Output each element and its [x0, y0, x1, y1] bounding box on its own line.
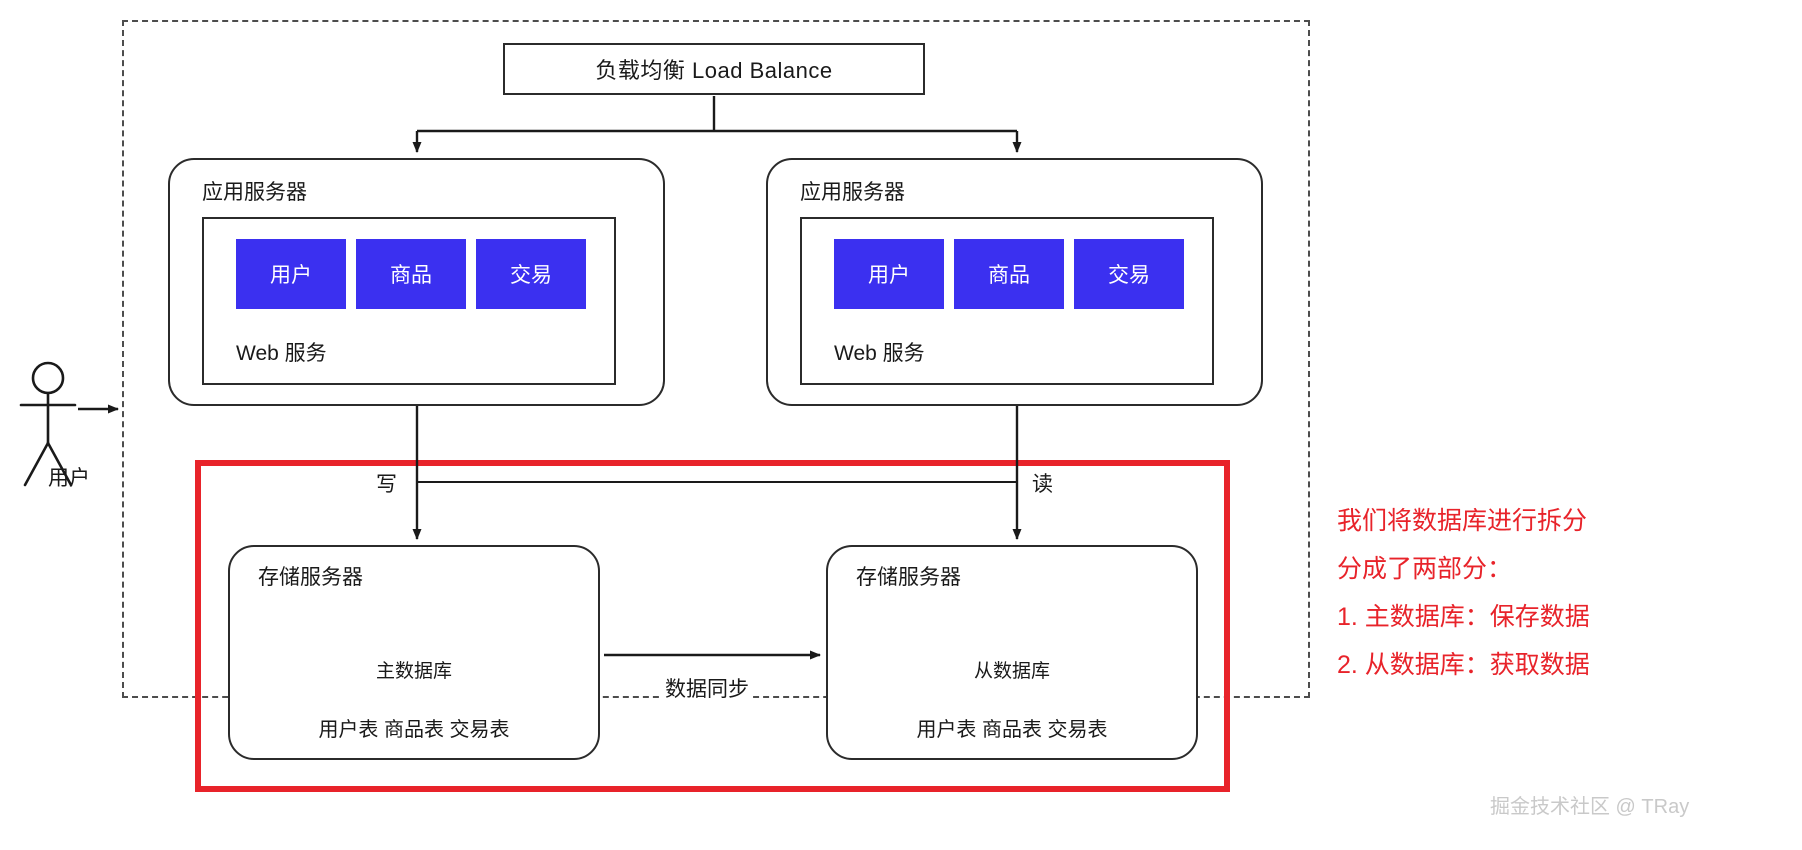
- annotation-line-3: 1. 主数据库：保存数据: [1337, 603, 1590, 631]
- load-balancer-label: 负载均衡 Load Balance: [595, 58, 833, 83]
- web-service-panel-1: 用户 商品 交易 Web 服务: [202, 217, 616, 385]
- slave-db-label-wrap: 从数据库: [957, 603, 1067, 695]
- app-server-node-2[interactable]: 应用服务器 用户 商品 交易 Web 服务: [766, 158, 1263, 406]
- database-tier-highlight: [195, 460, 1230, 792]
- storage-server-node-master[interactable]: 存储服务器 主数据库 用户表 商品表 交易表: [228, 545, 600, 760]
- master-db-label-wrap: 主数据库: [359, 603, 469, 695]
- service-chip-user-1[interactable]: 用户: [236, 239, 346, 309]
- annotation-line-4: 2. 从数据库：获取数据: [1337, 651, 1590, 679]
- service-chip-user-2[interactable]: 用户: [834, 239, 944, 309]
- app-server-title-1: 应用服务器: [202, 181, 307, 204]
- web-service-panel-2: 用户 商品 交易 Web 服务: [800, 217, 1214, 385]
- storage-server-node-slave[interactable]: 存储服务器 从数据库 用户表 商品表 交易表: [826, 545, 1198, 760]
- master-tables-label: 用户表 商品表 交易表: [318, 719, 510, 741]
- service-chip-product-2[interactable]: 商品: [954, 239, 1064, 309]
- stick-figure-user-icon: [19, 361, 77, 487]
- annotation-block: 我们将数据库进行拆分 分成了两部分： 1. 主数据库：保存数据 2. 从数据库：…: [1337, 497, 1590, 689]
- web-service-label-1: Web 服务: [236, 342, 327, 365]
- web-service-label-2: Web 服务: [834, 342, 925, 365]
- edge-label-write: 写: [372, 468, 401, 498]
- service-chip-transaction-2[interactable]: 交易: [1074, 239, 1184, 309]
- watermark: 掘金技术社区 @ TRay: [1490, 796, 1690, 818]
- service-chip-product-1[interactable]: 商品: [356, 239, 466, 309]
- storage-server-title-1: 存储服务器: [258, 566, 363, 589]
- annotation-line-1: 我们将数据库进行拆分: [1337, 507, 1588, 535]
- actor-label: 用户: [48, 467, 90, 490]
- master-database-label: 主数据库: [375, 661, 452, 682]
- annotation-line-2: 分成了两部分：: [1337, 555, 1513, 583]
- edge-label-read: 读: [1028, 468, 1057, 498]
- service-chip-row-1: 用户 商品 交易: [236, 239, 586, 309]
- app-server-node-1[interactable]: 应用服务器 用户 商品 交易 Web 服务: [168, 158, 665, 406]
- service-chip-row-2: 用户 商品 交易: [834, 239, 1184, 309]
- app-server-title-2: 应用服务器: [800, 181, 905, 204]
- edge-label-data-sync: 数据同步: [661, 673, 753, 703]
- slave-database-label: 从数据库: [973, 661, 1050, 682]
- load-balancer-node[interactable]: 负载均衡 Load Balance: [503, 43, 925, 95]
- slave-tables-label: 用户表 商品表 交易表: [916, 719, 1108, 741]
- storage-server-title-2: 存储服务器: [856, 566, 961, 589]
- service-chip-transaction-1[interactable]: 交易: [476, 239, 586, 309]
